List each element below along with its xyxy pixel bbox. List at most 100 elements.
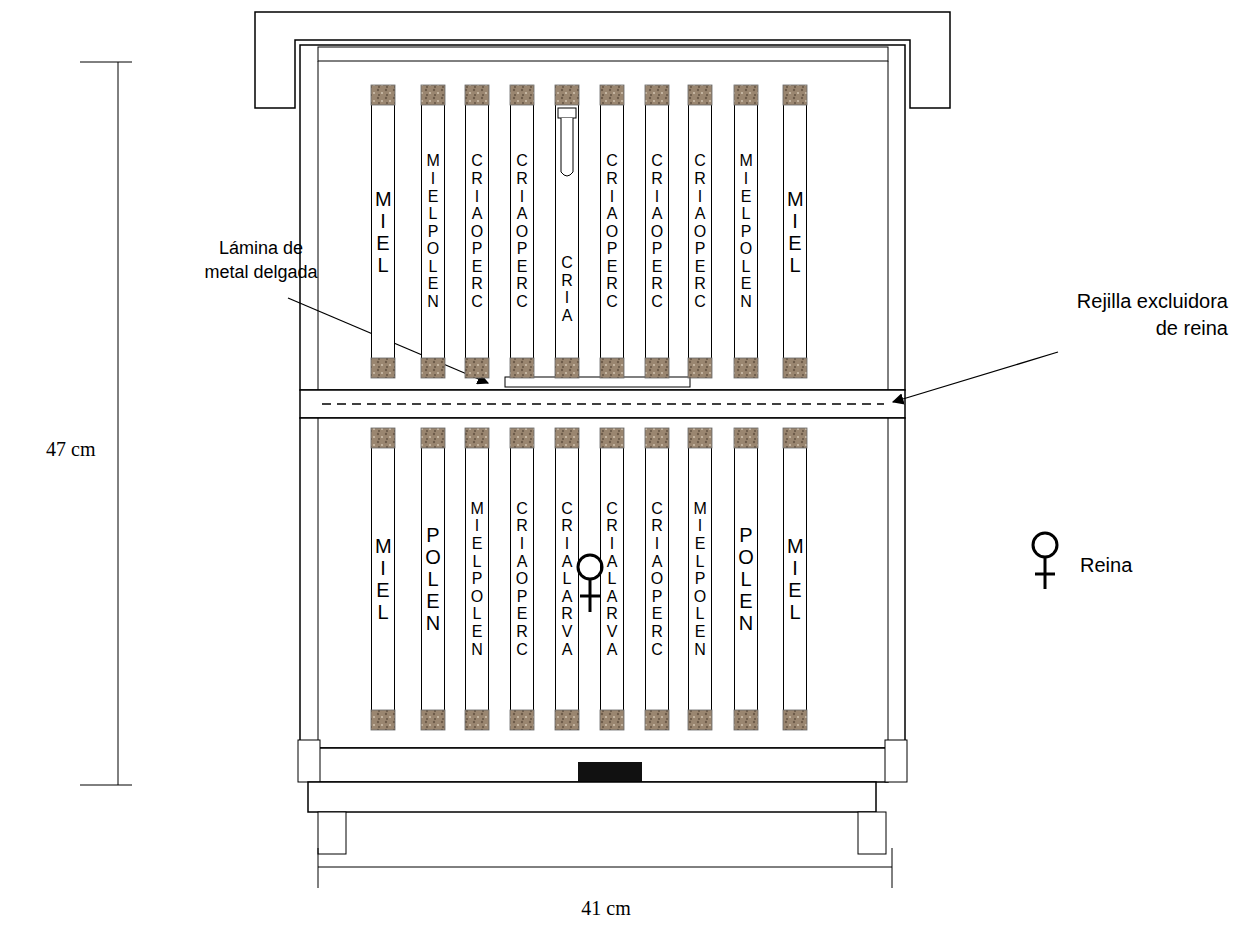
- frame-ear: [465, 710, 489, 730]
- frame-content: CRIA OPERC: [606, 152, 619, 310]
- lower-super: [300, 418, 905, 748]
- frame-content: CRIA LARVA: [606, 500, 619, 658]
- frame-ear: [510, 710, 534, 730]
- frame-content: CRIA OPERC: [516, 152, 529, 310]
- hive-stand: [308, 782, 876, 812]
- lower-wall: [888, 418, 889, 748]
- queen-symbol-bar: [580, 595, 600, 598]
- frame-content: CRIA OPERC: [651, 152, 664, 310]
- hive-frame: CRIA: [555, 85, 579, 378]
- frame-ear: [734, 428, 758, 448]
- hive-frame: MIEL POLEN: [465, 428, 489, 730]
- queen-symbol: [578, 555, 602, 612]
- hive-frame: MIEL: [783, 428, 807, 730]
- queen-symbol-ring: [578, 555, 602, 579]
- frame-ear: [688, 358, 712, 378]
- hive-frame: MIEL POLEN: [421, 85, 445, 378]
- frame-content: CRIA LARVA: [561, 500, 574, 658]
- hive-frame: POLEN: [421, 428, 445, 730]
- callout-label: Lámina de metal delgada: [199, 236, 323, 285]
- hive-frame: MIEL: [371, 85, 395, 378]
- frame-content: MIEL: [787, 188, 803, 276]
- hive-frame: POLEN: [734, 428, 758, 730]
- frame-ear: [688, 710, 712, 730]
- leader-line: [893, 352, 1058, 402]
- frame-ear: [734, 358, 758, 378]
- frame-ear: [510, 85, 534, 105]
- frame-ear: [645, 710, 669, 730]
- frame-content: MIEL POLEN: [471, 500, 484, 658]
- queen-symbol-stem: [589, 579, 592, 612]
- frame-content: MIEL POLEN: [740, 152, 753, 310]
- bottom-board: [318, 748, 888, 782]
- frame-ear: [510, 358, 534, 378]
- dimension-tick: [892, 848, 893, 888]
- upper-super: [300, 45, 905, 390]
- frame-ear: [510, 428, 534, 448]
- frame-ear: [734, 710, 758, 730]
- frame-ear: [421, 358, 445, 378]
- hive-frame: MIEL POLEN: [734, 85, 758, 378]
- queen-excluder: [300, 390, 905, 418]
- hive-frame: MIEL: [783, 85, 807, 378]
- frame-ear: [600, 710, 624, 730]
- frame-ear: [688, 428, 712, 448]
- frame-content: CRIA OPERC: [516, 500, 529, 658]
- legend-swatch: [1025, 527, 1065, 591]
- board-corner: [298, 740, 320, 782]
- stand-leg: [318, 812, 346, 854]
- top-bar: [318, 47, 888, 61]
- hive-frame: CRIA OPERC: [600, 85, 624, 378]
- frame-ear: [555, 710, 579, 730]
- frame-ear: [688, 85, 712, 105]
- frame-content: MIEL: [375, 188, 391, 276]
- frame-ear: [371, 358, 395, 378]
- callout-label: Rejilla excluidora de reina: [1063, 288, 1228, 342]
- frame-ear: [371, 428, 395, 448]
- dimension-tick: [80, 62, 132, 63]
- frame-ear: [421, 428, 445, 448]
- frame-ear: [600, 85, 624, 105]
- frame-content: MIEL: [375, 535, 391, 623]
- frame-ear: [555, 428, 579, 448]
- frame-ear: [371, 85, 395, 105]
- frame-content: CRIA: [561, 254, 574, 324]
- frame-content: POLEN: [425, 524, 441, 634]
- frame-ear: [645, 428, 669, 448]
- hive-frame: CRIA OPERC: [510, 85, 534, 378]
- frame-content: MIEL POLEN: [427, 152, 440, 310]
- metal-sheet: [505, 377, 690, 387]
- frame-content: CRIA OPERC: [471, 152, 484, 310]
- frame-content: CRIA OPERC: [651, 500, 664, 658]
- excluder-grid: [322, 403, 884, 405]
- frame-ear: [783, 428, 807, 448]
- queen-cell: [561, 118, 573, 176]
- frame-ear: [734, 85, 758, 105]
- frame-ear: [555, 358, 579, 378]
- frame-ear: [465, 428, 489, 448]
- queen-cell-cap: [558, 108, 576, 118]
- dimension-tick: [318, 848, 319, 888]
- legend-text: Reina: [1080, 552, 1132, 579]
- hive-frame: MIEL POLEN: [688, 428, 712, 730]
- board-corner: [885, 740, 907, 782]
- frame-ear: [783, 710, 807, 730]
- frame-ears: [371, 85, 807, 730]
- hive-frame: CRIA LARVA: [555, 428, 579, 730]
- frame-ear: [555, 85, 579, 105]
- stand-leg: [858, 812, 886, 854]
- frame-ear: [600, 428, 624, 448]
- hive-frame: CRIA OPERC: [688, 85, 712, 378]
- dimension-line: [118, 62, 119, 785]
- frame-ear: [645, 358, 669, 378]
- frame-content: CRIA OPERC: [694, 152, 707, 310]
- queen-symbol-ring: [1033, 533, 1057, 557]
- frame-ear: [371, 710, 395, 730]
- dimension-label: 47 cm: [46, 436, 110, 463]
- hive-frame: MIEL: [371, 428, 395, 730]
- hive-entrance: [578, 762, 642, 782]
